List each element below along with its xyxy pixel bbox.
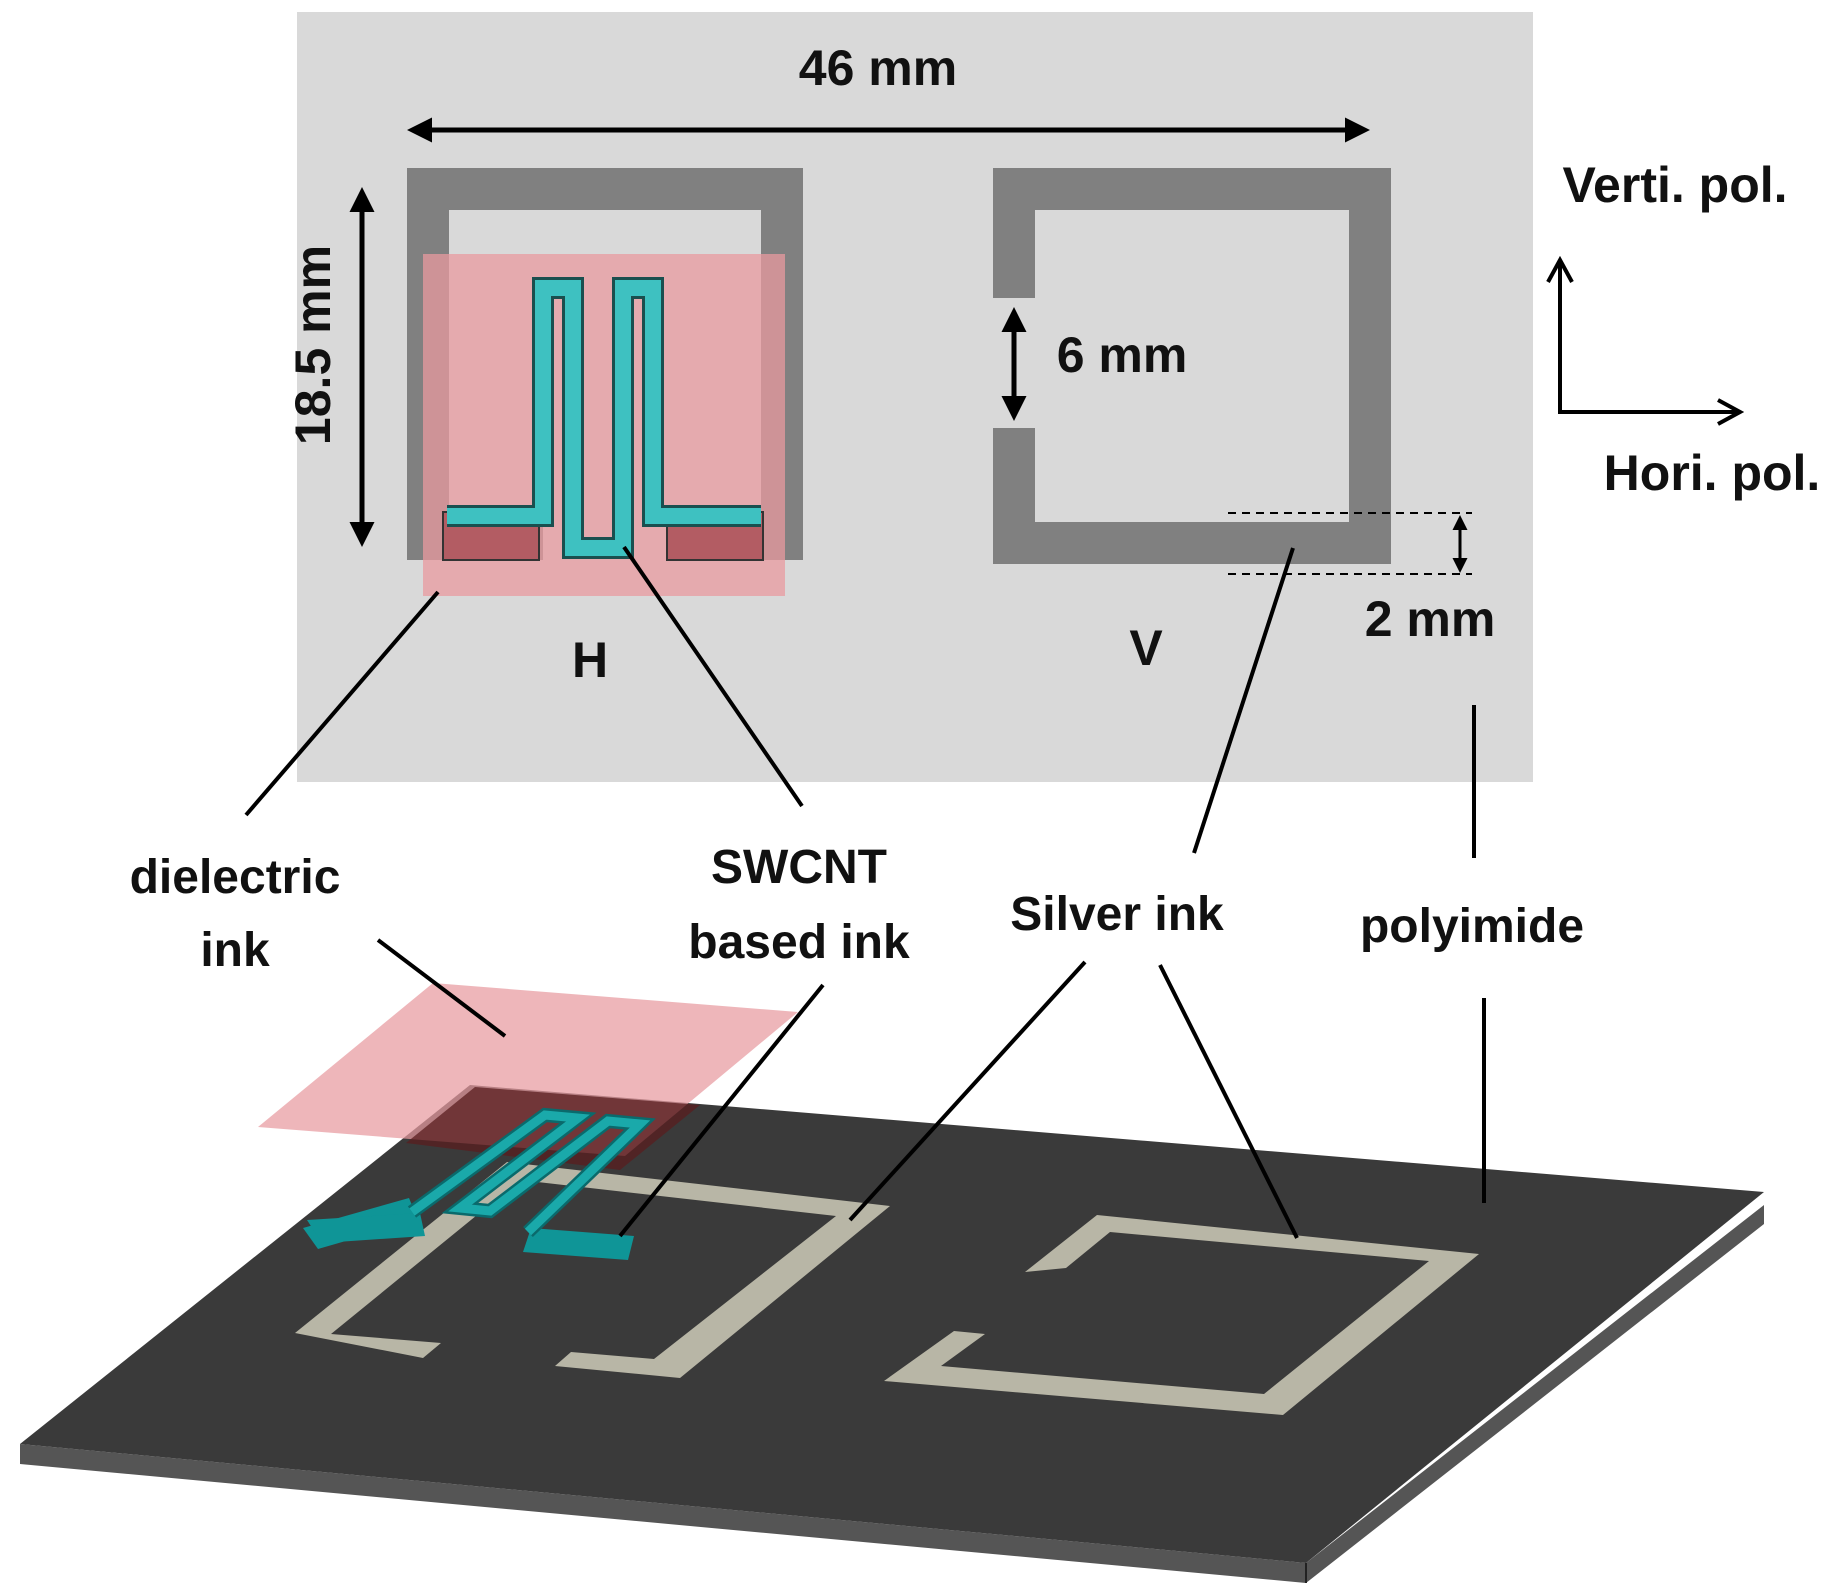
- horizontal-pol-label: Hori. pol.: [1604, 445, 1821, 501]
- swcnt-leader-top: [622, 545, 804, 808]
- polyimide-substrate-3d-edge: [20, 1205, 1764, 1583]
- height-dimension-label: 18.5 mm: [285, 245, 341, 445]
- polyimide-substrate-3d: [20, 1085, 1764, 1563]
- dielectric-leader-top: [244, 590, 440, 817]
- gap-dimension-label: 6 mm: [1057, 327, 1188, 383]
- swcnt-meander-3d: [303, 1107, 656, 1260]
- resonator-h-silver-3d: [295, 1162, 890, 1378]
- polyimide-label: polyimide: [1360, 900, 1584, 953]
- width-dimension-label: 46 mm: [799, 40, 957, 96]
- dielectric-ink-label-line2: ink: [200, 924, 270, 977]
- resonator-h-label: H: [572, 632, 608, 688]
- silver-leader-top: [1192, 547, 1295, 854]
- resonator-v-silver: [993, 168, 1391, 564]
- trace-dimension-label: 2 mm: [1365, 591, 1496, 647]
- vertical-pol-label: Verti. pol.: [1562, 157, 1787, 213]
- silver-ink-label: Silver ink: [1010, 888, 1224, 941]
- resonator-v-silver-3d: [884, 1215, 1479, 1415]
- swcnt-leader-3d: [618, 983, 825, 1238]
- resonator-v-label: V: [1129, 620, 1163, 676]
- swcnt-ink-label-line2: based ink: [688, 916, 910, 969]
- dielectric-leader-3d: [376, 938, 507, 1038]
- dielectric-ink-label-line1: dielectric: [130, 851, 341, 904]
- swcnt-ink-label-line1: SWCNT: [711, 841, 887, 894]
- silver-leader-3d-left: [848, 960, 1087, 1222]
- silver-leader-3d-right: [1158, 964, 1299, 1239]
